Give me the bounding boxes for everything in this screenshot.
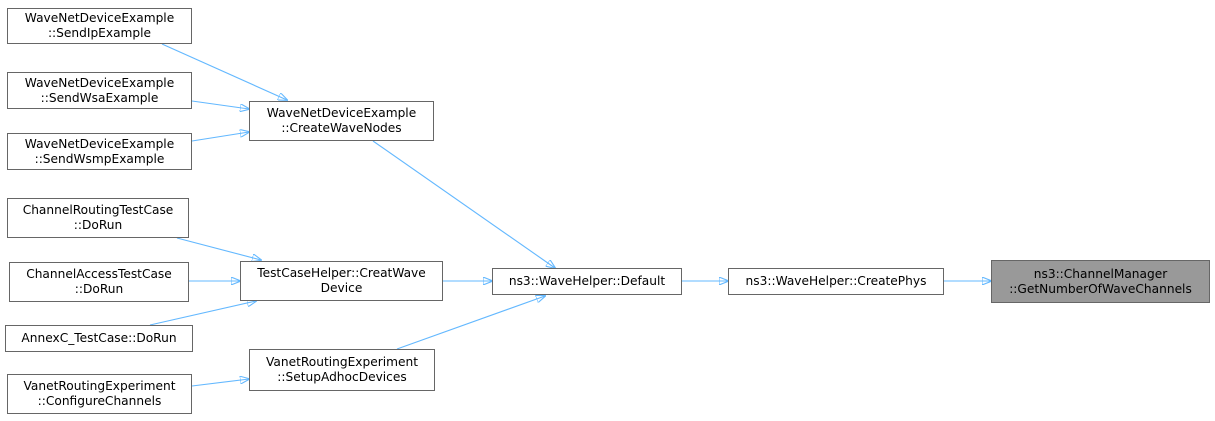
node-channel-access-line2: ::DoRun	[74, 282, 124, 296]
node-configure-channels-line2: ::ConfigureChannels	[37, 394, 162, 408]
node-wave-helper-default[interactable]: ns3::WaveHelper::Default	[492, 268, 682, 295]
node-wave-helper-default-line1: ns3::WaveHelper::Default	[508, 274, 666, 288]
node-setup-adhoc-line1: VanetRoutingExperiment	[265, 355, 418, 369]
edge-setupadhoc-default	[396, 296, 545, 350]
edge-channelrouting-creatwavedevice	[176, 237, 261, 260]
node-send-ip-example-line2: ::SendIpExample	[47, 26, 152, 40]
node-get-number-of-wave-channels: ns3::ChannelManager ::GetNumberOfWaveCha…	[991, 260, 1210, 303]
node-send-ip-example[interactable]: WaveNetDeviceExample ::SendIpExample	[7, 8, 192, 44]
node-create-wave-nodes[interactable]: WaveNetDeviceExample ::CreateWaveNodes	[249, 101, 434, 141]
node-create-phys-line1: ns3::WaveHelper::CreatePhys	[745, 274, 927, 288]
node-creat-wave-device-line2: Device	[320, 281, 363, 295]
node-send-wsmp-example-line2: ::SendWsmpExample	[34, 151, 165, 166]
node-annexc-test-case[interactable]: AnnexC_TestCase::DoRun	[5, 325, 193, 352]
node-get-num-channels-line2: ::GetNumberOfWaveChannels	[1009, 281, 1192, 296]
node-annexc-line1: AnnexC_TestCase::DoRun	[21, 331, 177, 345]
edge-createwavenodes-default	[372, 140, 555, 268]
node-send-wsmp-example[interactable]: WaveNetDeviceExample ::SendWsmpExample	[7, 133, 192, 170]
node-configure-channels-line1: VanetRoutingExperiment	[23, 379, 176, 393]
node-get-num-channels-line1: ns3::ChannelManager	[1033, 266, 1168, 281]
node-setup-adhoc-line2: ::SetupAdhocDevices	[277, 370, 407, 384]
edge-configurechannels-setupadhoc	[191, 379, 249, 387]
node-send-wsa-example[interactable]: WaveNetDeviceExample ::SendWsaExample	[7, 72, 192, 109]
node-channel-routing-line2: ::DoRun	[73, 218, 123, 232]
node-channel-routing-line1: ChannelRoutingTestCase	[22, 203, 174, 217]
node-send-wsa-example-line1: WaveNetDeviceExample	[24, 75, 175, 90]
node-channel-routing-test-case[interactable]: ChannelRoutingTestCase ::DoRun	[7, 198, 189, 238]
node-create-wave-nodes-line2: ::CreateWaveNodes	[281, 121, 402, 135]
node-setup-adhoc-devices[interactable]: VanetRoutingExperiment ::SetupAdhocDevic…	[249, 349, 435, 391]
node-create-wave-nodes-line1: WaveNetDeviceExample	[266, 106, 417, 120]
node-send-wsmp-example-line1: WaveNetDeviceExample	[24, 136, 175, 151]
node-creat-wave-device-line1: TestCaseHelper::CreatWave	[257, 266, 426, 280]
edge-sendwsmp-createwavenodes	[191, 132, 249, 142]
node-configure-channels[interactable]: VanetRoutingExperiment ::ConfigureChanne…	[7, 374, 192, 414]
node-wave-helper-create-phys[interactable]: ns3::WaveHelper::CreatePhys	[728, 268, 944, 295]
node-channel-access-test-case[interactable]: ChannelAccessTestCase ::DoRun	[9, 262, 189, 302]
edge-annexc-creatwavedevice	[149, 301, 256, 326]
node-send-wsa-example-line2: ::SendWsaExample	[40, 90, 159, 105]
edge-sendwsa-createwavenodes	[191, 100, 249, 109]
node-channel-access-line1: ChannelAccessTestCase	[26, 267, 172, 281]
node-creat-wave-device[interactable]: TestCaseHelper::CreatWave Device	[240, 261, 443, 301]
node-send-ip-example-line1: WaveNetDeviceExample	[24, 11, 175, 25]
